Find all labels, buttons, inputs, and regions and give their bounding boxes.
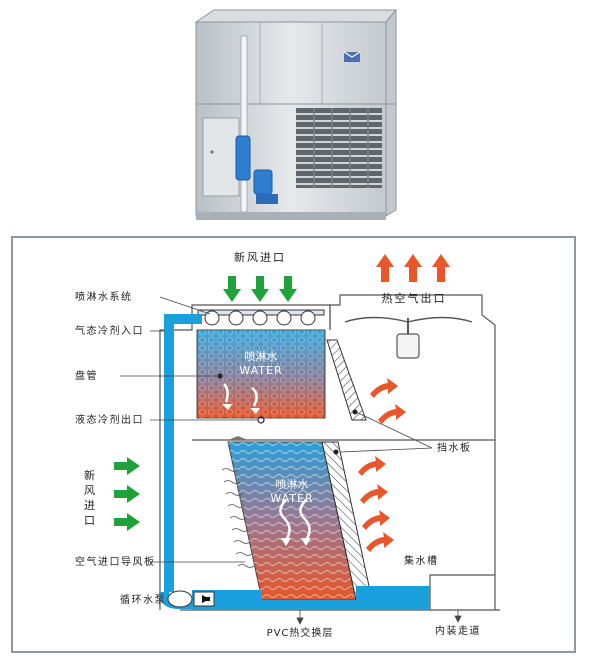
fresh-air-side-label-4: 口 — [84, 514, 95, 527]
diagram: 喷淋水 WATER 喷淋水 WATER — [11, 236, 576, 653]
fresh-air-side-label-1: 新 — [84, 468, 95, 482]
pvc-fill-label: PVC热交换层 — [267, 626, 334, 639]
leader-lines — [120, 296, 462, 625]
fan — [344, 316, 473, 359]
green-right-arrow-icon — [114, 513, 140, 531]
fill-water-en: WATER — [270, 492, 313, 505]
orange-curved-arrow-icon — [366, 532, 394, 552]
brand-logo — [343, 51, 361, 62]
green-down-arrow-icon — [223, 276, 241, 302]
spray-system-label: 喷淋水系统 — [75, 290, 133, 303]
orange-curved-arrow-icon — [360, 484, 388, 504]
green-down-arrow-icon — [279, 276, 297, 302]
coil-label: 盘管 — [75, 369, 98, 382]
orange-up-arrow-icon — [376, 254, 394, 282]
fill-water-cn: 喷淋水 — [276, 478, 309, 491]
orange-up-arrow-icon — [432, 254, 450, 282]
hot-air-out-label: 热空气出口 — [382, 291, 447, 305]
drift-eliminator-label: 挡水板 — [437, 441, 472, 454]
orange-curved-arrow-icon — [378, 404, 406, 424]
coil-water-en: WATER — [239, 364, 282, 377]
liquid-refrigerant-out-label: 液态冷剂出口 — [75, 413, 144, 426]
green-right-arrow-group — [114, 457, 140, 531]
fresh-air-side-label-2: 风 — [84, 484, 95, 497]
spray-nozzles — [197, 309, 325, 326]
orange-curved-arrow-icon — [362, 510, 390, 530]
upper-drift-eliminator — [326, 339, 367, 421]
water-pipe — [159, 314, 202, 609]
water-basin-label: 集水槽 — [404, 554, 439, 567]
fresh-air-side-label-3: 进 — [84, 499, 95, 512]
labels: 新风进口 热空气出口 喷淋水系统 气态冷剂入口 盘管 液态冷剂出口 新 风 进 … — [75, 250, 481, 639]
coil-water-cn: 喷淋水 — [245, 350, 278, 363]
pump-label: 循环水泵 — [120, 593, 166, 606]
green-right-arrow-icon — [114, 485, 140, 503]
green-right-arrow-icon — [114, 457, 140, 475]
orange-up-arrow-group — [376, 254, 450, 282]
inlet-air-lines — [221, 468, 255, 568]
orange-curved-arrow-icon — [370, 378, 398, 398]
inlet-louver-label: 空气进口导风板 — [75, 555, 156, 568]
orange-up-arrow-icon — [404, 254, 422, 282]
orange-curved-arrow-group — [358, 378, 406, 552]
internal-walkway-label: 内装走道 — [435, 624, 481, 637]
green-down-arrow-group — [223, 276, 297, 302]
gas-refrigerant-in-label: 气态冷剂入口 — [75, 324, 144, 337]
fresh-air-top-label: 新风进口 — [234, 250, 286, 264]
tower-louvers — [296, 108, 382, 188]
green-down-arrow-icon — [251, 276, 269, 302]
pvc-fill: 喷淋水 WATER — [227, 441, 373, 601]
tower-photo — [194, 8, 398, 220]
pump — [167, 590, 215, 608]
orange-curved-arrow-icon — [358, 456, 386, 476]
coil-bundle: 喷淋水 WATER — [196, 329, 326, 424]
outer-frame — [11, 236, 576, 653]
